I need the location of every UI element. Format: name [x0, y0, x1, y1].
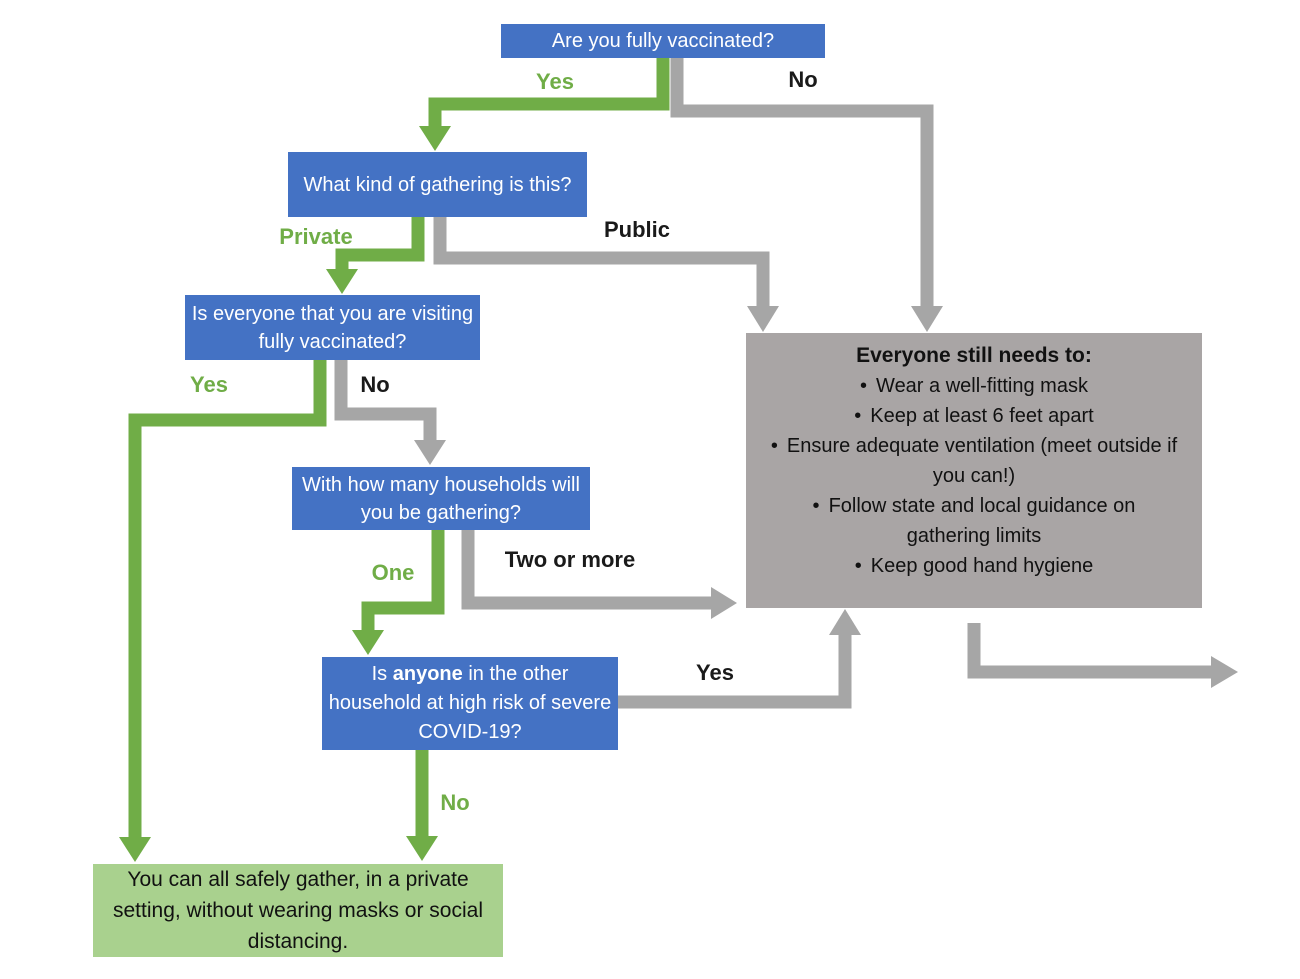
bullet-dot: •: [860, 375, 868, 397]
arrow-precautions-exit: [967, 623, 1238, 688]
node-q3-text: Is everyone that you are visiting fully …: [191, 302, 474, 353]
outcome-text: You can all safely gather, in a private …: [113, 868, 483, 953]
precautions-bullet-list: •Wear a well-fitting mask •Keep at least…: [770, 371, 1178, 581]
node-q3-visiting-vaccinated: Is everyone that you are visiting fully …: [185, 295, 480, 360]
label-q1-no: No: [788, 67, 818, 92]
node-q1-text: Are you fully vaccinated?: [551, 30, 775, 52]
bullet-item: •Wear a well-fitting mask: [860, 375, 1088, 397]
node-outcome-safe-gather: You can all safely gather, in a private …: [93, 864, 503, 957]
label-q5-yes: Yes: [696, 660, 734, 685]
precautions-title: Everyone still needs to:: [856, 344, 1092, 367]
label-q4-two-or-more: Two or more: [504, 547, 636, 572]
node-precautions: Everyone still needs to: •Wear a well-fi…: [746, 333, 1202, 608]
arrow-q5-yes: [618, 609, 861, 709]
label-q3-yes: Yes: [190, 372, 228, 397]
node-q1-fully-vaccinated: Are you fully vaccinated?: [501, 24, 825, 58]
arrow-q5-no: [406, 750, 438, 861]
label-q2-public: Public: [603, 217, 671, 242]
arrow-q3-yes: [119, 360, 327, 862]
bullet-dot: •: [854, 555, 862, 577]
arrow-q2-private: [326, 217, 425, 294]
bullet-item: •Ensure adequate ventilation (meet outsi…: [770, 435, 1178, 487]
bullet-item: •Keep at least 6 feet apart: [854, 405, 1094, 427]
arrow-q1-yes: [419, 58, 670, 151]
bullet-dot: •: [854, 405, 862, 427]
label-q2-private: Private: [279, 224, 353, 249]
label-q1-yes: Yes: [536, 69, 574, 94]
bullet-dot: •: [812, 495, 820, 517]
arrow-q1-no: [670, 58, 943, 332]
node-q2-text: What kind of gathering is this?: [303, 173, 572, 196]
arrow-q4-two-or-more: [461, 530, 737, 619]
label-q4-one: One: [371, 560, 415, 585]
arrow-q4-one: [352, 530, 445, 655]
arrow-q3-no: [334, 360, 446, 465]
node-q2-gathering-type: What kind of gathering is this?: [288, 152, 587, 217]
bullet-dot: •: [770, 435, 778, 457]
bullet-item: •Follow state and local guidance on gath…: [812, 495, 1136, 547]
label-q3-no: No: [360, 372, 390, 397]
label-q5-no: No: [440, 790, 470, 815]
bullet-item: •Keep good hand hygiene: [854, 555, 1094, 577]
node-q5-text: Is anyone in the other household at high…: [328, 663, 612, 743]
arrow-q2-public: [433, 217, 779, 332]
node-q4-text: With how many households will you be gat…: [302, 473, 580, 524]
node-q5-high-risk: Is anyone in the other household at high…: [322, 657, 618, 750]
node-q4-households-count: With how many households will you be gat…: [292, 467, 590, 530]
